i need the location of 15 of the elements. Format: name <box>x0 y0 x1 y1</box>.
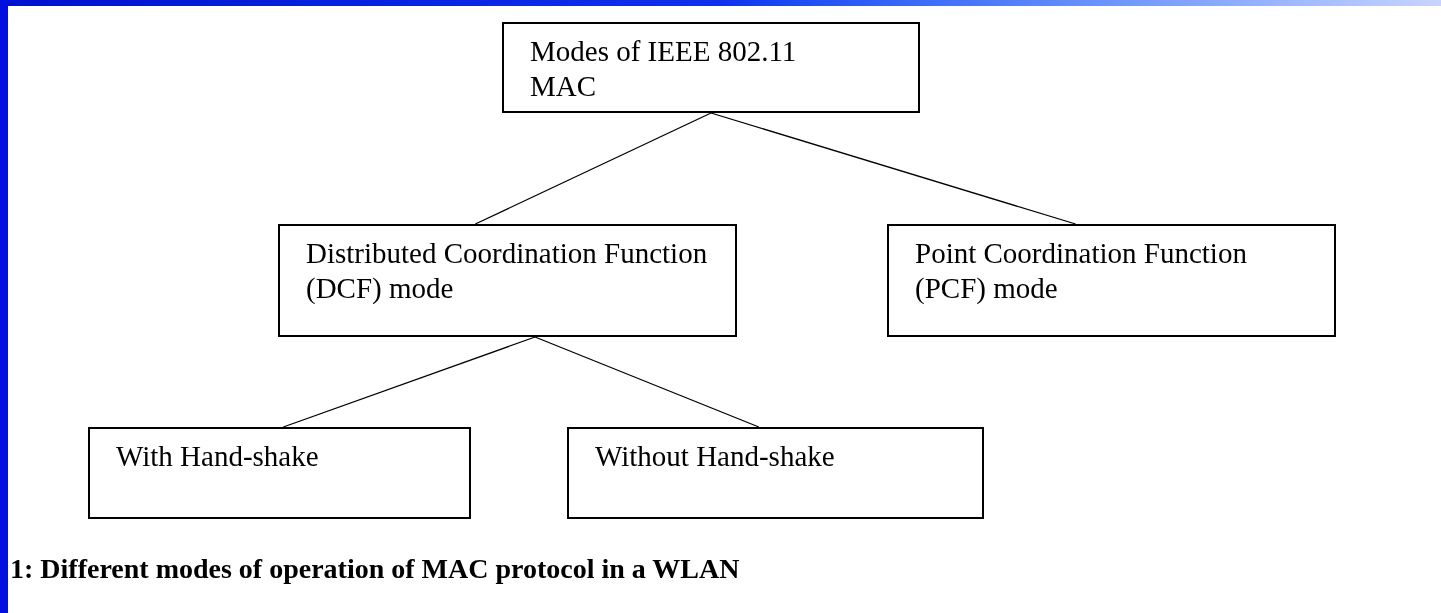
connector-line <box>710 112 1077 225</box>
box-label: Distributed Coordination Function (DCF) mode <box>306 236 709 306</box>
mode-box <box>88 427 471 519</box>
mode-box <box>887 224 1336 337</box>
box-label: Modes of IEEE 802.11 MAC <box>530 34 798 104</box>
connector-line <box>474 112 712 225</box>
mode-box <box>278 224 737 337</box>
figure-caption: 1: Different modes of operation of MAC protocol in a WLAN <box>10 552 740 586</box>
connector-line <box>534 336 760 428</box>
box-label: With Hand-shake <box>116 439 320 474</box>
mode-box <box>567 427 984 519</box>
connector-line <box>282 336 536 428</box>
mode-box <box>502 22 920 113</box>
box-label: Without Hand-shake <box>595 439 836 474</box>
box-label: Point Coordination Function (PCF) mode <box>915 236 1248 306</box>
